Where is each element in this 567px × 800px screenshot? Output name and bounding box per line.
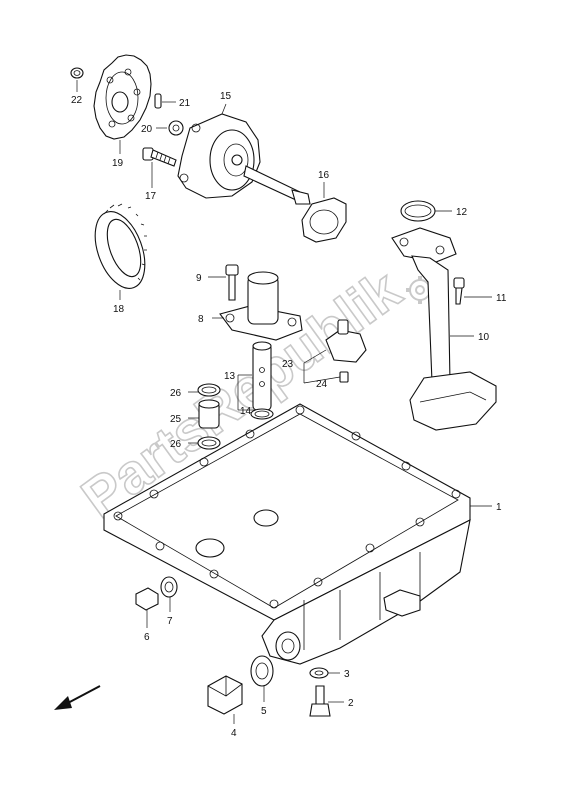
callout-11: 11 — [496, 293, 507, 304]
callout-6: 6 — [144, 632, 150, 643]
front-direction-arrow-icon — [54, 685, 101, 710]
part-16-strainer — [301, 197, 347, 243]
part-18-gear-ring — [94, 203, 147, 289]
callout-12: 12 — [456, 207, 468, 218]
part-15-oil-pump — [177, 113, 311, 205]
callout-18: 18 — [113, 304, 125, 315]
callout-24: 24 — [316, 379, 328, 390]
callout-8: 8 — [198, 314, 204, 325]
part-26-o-ring-upper — [197, 383, 221, 397]
callout-20: 20 — [141, 124, 153, 135]
part-25-collar — [198, 399, 220, 429]
leader-lines — [76, 80, 492, 724]
part-3-washer — [309, 667, 329, 679]
part-20-washer — [168, 120, 184, 136]
callout-26-lower: 26 — [170, 439, 182, 450]
part-12-o-ring — [400, 200, 436, 222]
part-22-circlip — [70, 67, 84, 79]
part-7-gasket — [160, 576, 178, 598]
part-26-o-ring-lower — [197, 436, 221, 450]
oil-pan-bolt-bosses — [113, 405, 461, 609]
part-14-o-ring — [250, 408, 274, 420]
callout-10: 10 — [478, 332, 490, 343]
callout-15: 15 — [220, 91, 232, 102]
part-8-valve-housing — [219, 271, 303, 341]
part-6-plug — [135, 587, 159, 611]
callout-17: 17 — [145, 191, 157, 202]
part-11-bolt — [453, 277, 465, 305]
part-5-gasket — [250, 655, 274, 687]
part-23-pressure-switch — [325, 319, 367, 363]
callout-13: 13 — [224, 371, 236, 382]
callout-14: 14 — [240, 406, 252, 417]
part-21-pin — [154, 93, 162, 109]
part-19-sprocket — [93, 54, 152, 140]
callout-22: 22 — [71, 95, 83, 106]
callout-23: 23 — [282, 359, 294, 370]
callout-16: 16 — [318, 170, 330, 181]
callout-labels: 22 19 21 20 17 15 16 18 12 11 10 9 8 13 … — [71, 91, 507, 739]
part-4-drain-plug — [207, 675, 243, 715]
callout-7: 7 — [167, 616, 173, 627]
part-24-bolt — [339, 371, 349, 383]
callout-2: 2 — [348, 698, 354, 709]
callout-25: 25 — [170, 414, 182, 425]
part-9-bolt — [225, 264, 239, 301]
callout-5: 5 — [261, 706, 267, 717]
part-17-bolt — [142, 147, 177, 167]
callout-26-upper: 26 — [170, 388, 182, 399]
callout-19: 19 — [112, 158, 124, 169]
callout-3: 3 — [344, 669, 350, 680]
part-10-strainer-pipe — [391, 227, 497, 431]
callout-4: 4 — [231, 728, 237, 739]
callout-1: 1 — [496, 502, 502, 513]
part-2-bolt — [309, 685, 331, 717]
part-13-relief-valve — [252, 341, 272, 411]
part-1-oil-pan — [103, 403, 471, 665]
callout-21: 21 — [179, 98, 191, 109]
callout-9: 9 — [196, 273, 202, 284]
